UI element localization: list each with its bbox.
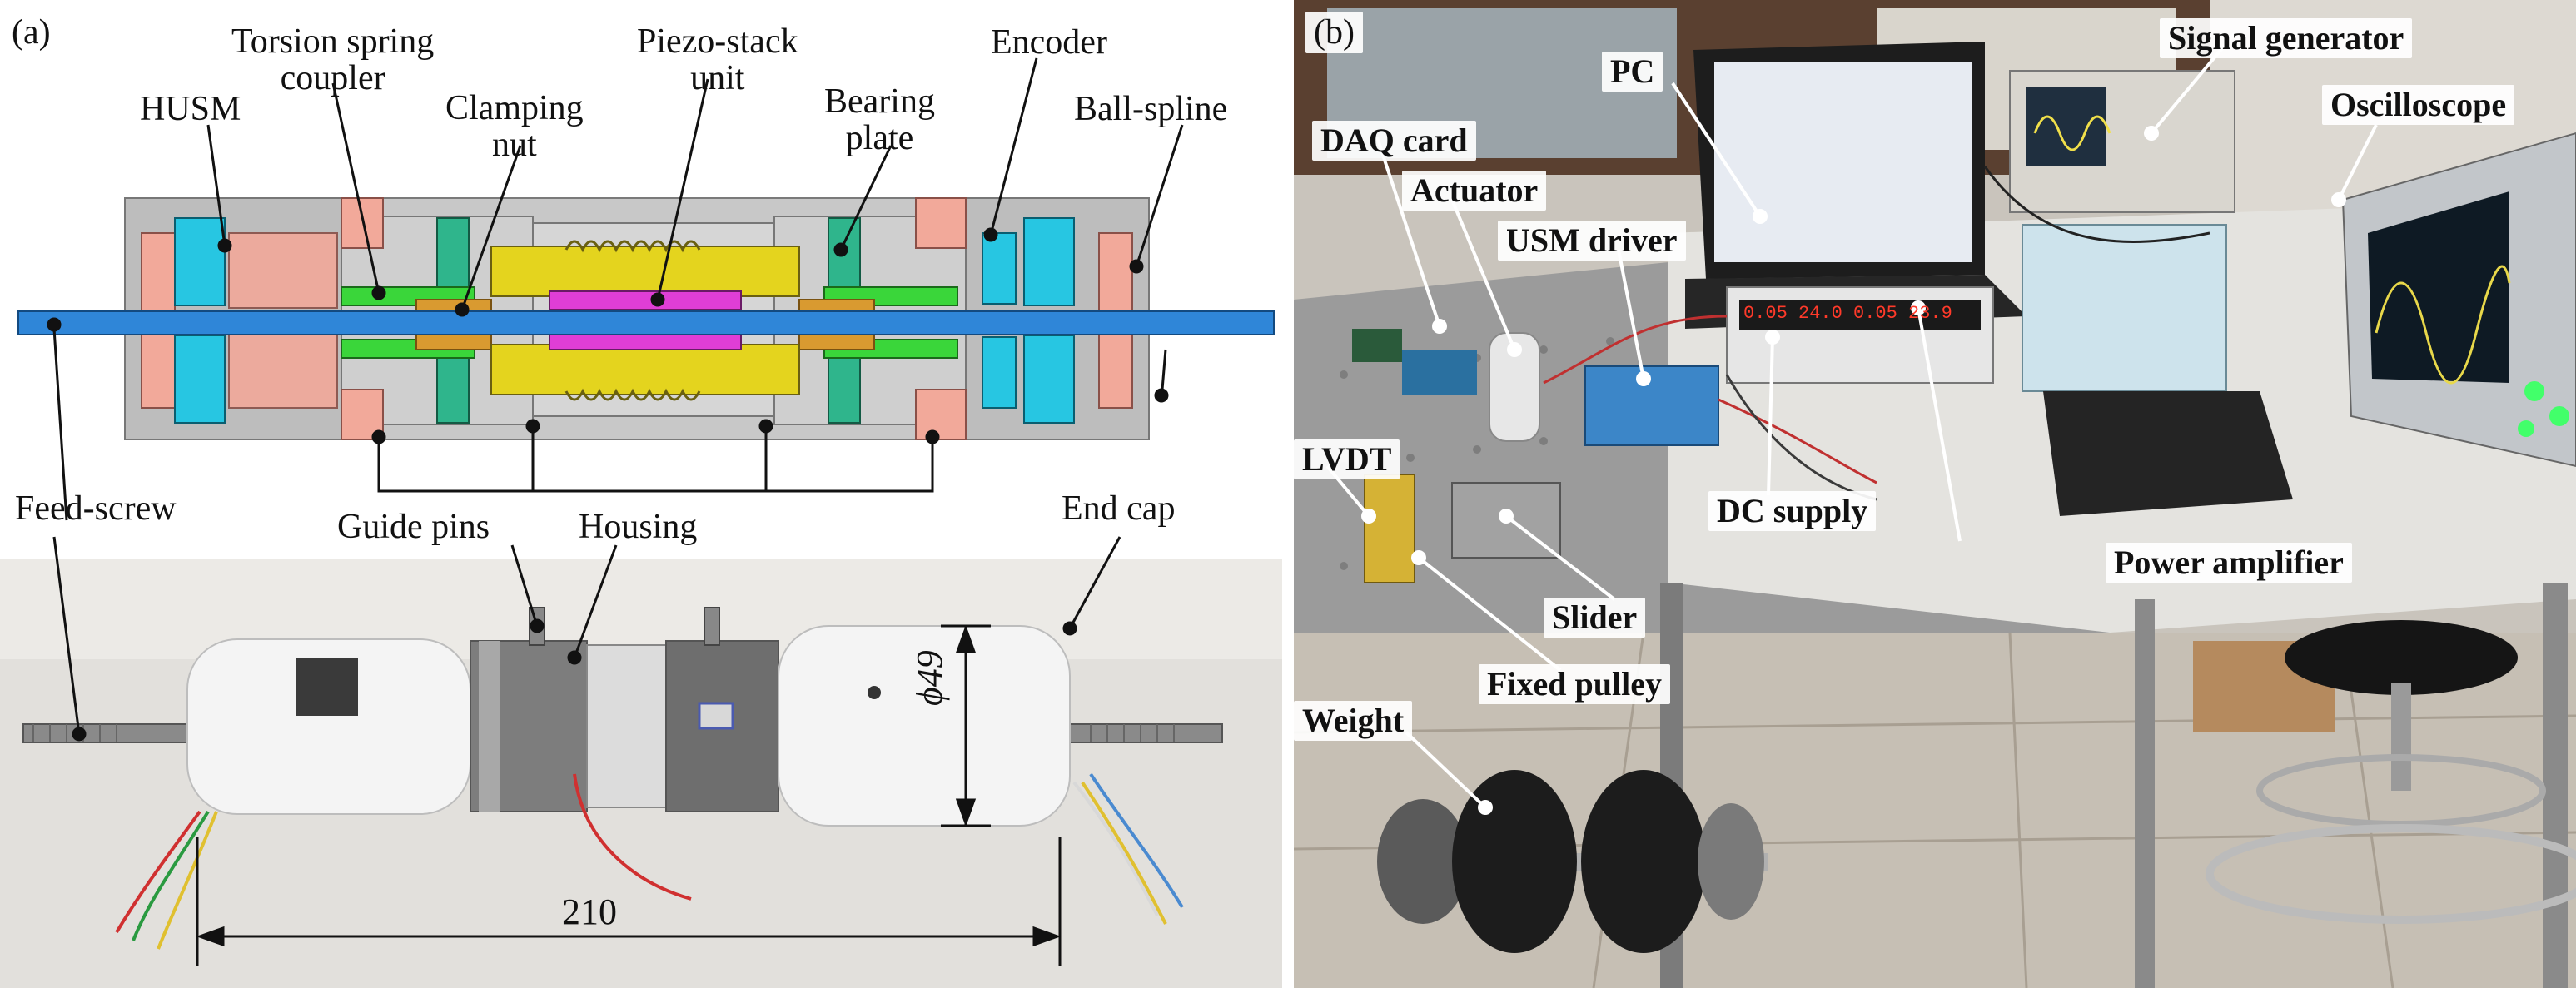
stool-seat	[2285, 620, 2518, 695]
lvdt-device	[1364, 474, 1415, 583]
husm-block	[174, 335, 226, 424]
panel-b: (b) PC Signal generator Oscilloscope DAQ…	[1294, 0, 2576, 988]
label-slider: Slider	[1544, 598, 1646, 638]
cross-section	[17, 197, 1275, 493]
husm-block	[1023, 335, 1075, 424]
label-diameter: ϕ49	[909, 650, 950, 706]
label-clamping-nut: Clamping nut	[445, 89, 584, 165]
panel-a-drawing	[0, 57, 1282, 988]
label-weight: Weight	[1294, 701, 1413, 741]
husm-block	[174, 217, 226, 306]
label-length: 210	[562, 891, 617, 932]
feed-screw-rod	[17, 310, 1275, 335]
panel-b-photo	[1294, 0, 2576, 988]
power-amplifier-device	[2022, 224, 2227, 392]
daq-board	[1352, 329, 1402, 362]
label-ball-spline: Ball-spline	[1074, 90, 1228, 128]
leader-lines-b	[1325, 32, 2378, 815]
label-signal-generator: Signal generator	[2160, 18, 2413, 58]
label-daq-card: DAQ card	[1312, 121, 1476, 161]
label-torsion-spring-coupler: Torsion spring coupler	[231, 22, 435, 98]
panel-divider	[1282, 0, 1294, 988]
actuator-device	[1489, 332, 1540, 442]
piezo-frame	[490, 246, 800, 297]
label-end-cap: End cap	[1062, 489, 1176, 528]
label-dc-supply: DC supply	[1708, 491, 1877, 531]
weight-dumbbell	[1377, 770, 1768, 953]
label-guide-pins: Guide pins	[337, 508, 490, 546]
prototype-photo	[22, 607, 1223, 966]
usm-driver-device	[1584, 365, 1719, 446]
label-encoder: Encoder	[991, 23, 1107, 62]
panel-b-tag: (b)	[1305, 12, 1363, 53]
label-housing: Housing	[579, 508, 698, 546]
label-feed-screw: Feed-screw	[15, 489, 177, 528]
label-piezo-stack-unit: Piezo-stack unit	[637, 22, 798, 98]
label-usm-driver: USM driver	[1498, 221, 1686, 261]
dc-supply-readout: 0.05 24.0 0.05 23.9	[1743, 303, 1952, 324]
label-fixed-pulley: Fixed pulley	[1479, 664, 1671, 704]
label-actuator: Actuator	[1402, 171, 1547, 211]
panel-a: (a) HUSM Torsion spring coupler Clamping…	[0, 0, 1282, 988]
leader-lines-a	[47, 57, 1184, 742]
piezo-stack-shape	[549, 290, 742, 310]
label-power-amplifier: Power amplifier	[2106, 543, 2352, 583]
label-oscilloscope: Oscilloscope	[2322, 85, 2515, 125]
panel-a-tag: (a)	[12, 13, 51, 52]
label-bearing-plate: Bearing plate	[824, 82, 935, 158]
label-husm: HUSM	[140, 90, 241, 128]
label-pc: PC	[1602, 52, 1663, 92]
husm-block	[1023, 217, 1075, 306]
label-lvdt: LVDT	[1294, 439, 1400, 479]
mouse-pad	[2043, 391, 2293, 516]
